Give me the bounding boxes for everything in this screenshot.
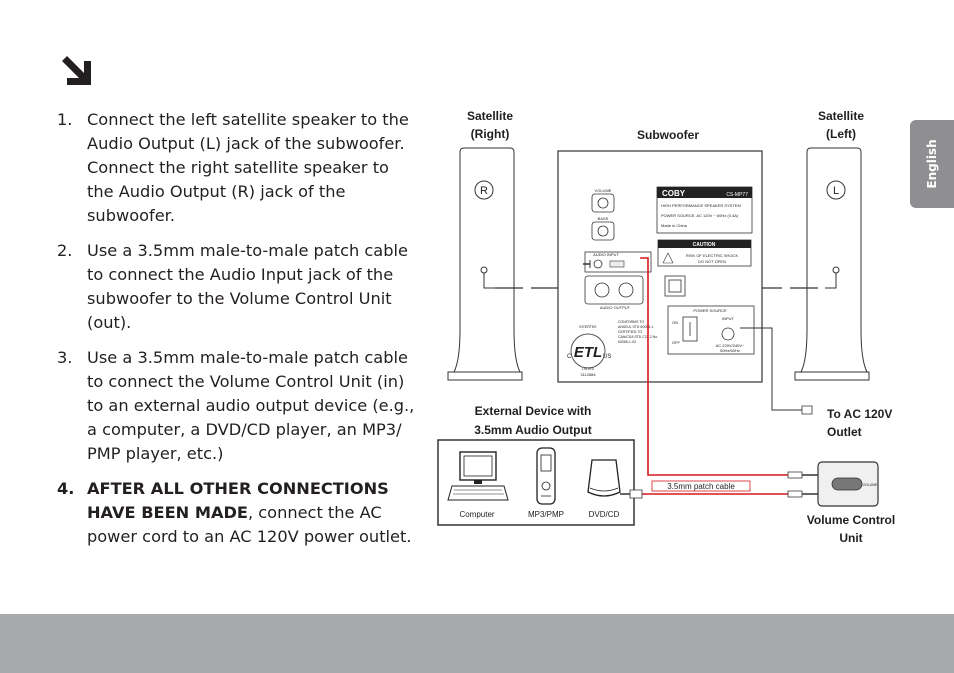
etl-c: C [567,354,572,360]
left-marker: L [833,185,839,197]
satellite-right-label-sub: (Right) [471,127,510,141]
caution-line-1: RISK OF ELECTRIC SHOCK [686,253,739,258]
instruction-steps: 1. Connect the left satellite speaker to… [57,108,417,560]
arrow-down-right-icon [62,56,91,85]
satellite-right-speaker: R [447,147,523,381]
step-number: 4. [57,479,75,498]
step-text: Use a 3.5mm male-to-male patch cable to … [87,348,415,463]
connection-diagram: Satellite (Right) Satellite (Left) Subwo… [437,109,895,545]
step-text: , connect the AC power cord to an AC 120… [87,503,412,546]
external-device-label-sub: 3.5mm Audio Output [474,423,592,437]
power-cord [740,327,802,411]
dvd-player-icon [587,459,621,497]
ac-line-1: AC 220V/240V~ [716,343,745,348]
footer-bar [0,614,954,673]
mp3-label: MP3/PMP [528,510,564,519]
conform-line-4: CAN/CSA STD C22.2 No. [618,335,658,339]
subwoofer-label: Subwoofer [637,128,699,142]
on-label: ON [672,320,678,325]
satellite-left-label-sub: (Left) [826,127,856,141]
external-device-label: External Device with [475,404,592,418]
computer-icon [447,451,509,501]
etl-listed: LISTED [582,367,595,371]
dvd-label: DVD/CD [589,510,620,519]
brand-label: COBY [662,189,686,198]
etl-us: US [603,354,611,360]
step-text: Use a 3.5mm male-to-male patch cable to … [87,241,408,332]
spec-line-2: POWER SOURCE: AC 120V ~ 60Hz (0.4A) [661,213,739,218]
step-number: 3. [57,348,73,367]
volume-knob-label: VOLUME [595,188,612,193]
etl-mark: ETL [574,344,602,361]
etl-intertek: INTERTEK [579,325,597,329]
patch-cable-label: 3.5mm patch cable [667,482,735,491]
bass-knob-label: BASS [598,216,609,221]
computer-label: Computer [459,510,494,519]
etl-number: 3112884 [580,372,596,377]
volume-unit-label: Volume Control [807,513,895,527]
step-text: Connect the left satellite speaker to th… [87,110,409,225]
right-marker: R [480,185,488,197]
step-1: 1. Connect the left satellite speaker to… [57,108,417,228]
external-devices-box: Computer MP3/PMP DVD/CD [437,439,635,526]
caution-title: CAUTION [693,242,716,248]
conform-line-1: CONFORMS TO [618,320,644,324]
warning-icon [662,252,674,264]
conform-line-2: ANSI/UL STD 60065-1 [618,325,653,329]
ac-outlet-label: To AC 120V [827,407,892,421]
volume-knob-text: VOLUME [863,483,878,487]
ac-line-2: 50Hz/60Hz [720,348,740,353]
power-input-label: INPUT [722,316,735,321]
ac-outlet-label-sub: Outlet [827,425,862,439]
step-4: 4. AFTER ALL OTHER CONNECTIONS HAVE BEEN… [57,477,417,549]
satellite-right-label: Satellite [467,109,513,123]
audio-input-label: AUDIO INPUT [593,252,619,257]
step-number: 2. [57,241,73,260]
volume-unit-label-sub: Unit [839,531,862,545]
satellite-left-speaker: L [794,147,870,381]
conform-line-5: 60065-1-03 [618,340,636,344]
off-label: OFF [672,340,681,345]
caution-line-2: DO NOT OPEN [698,259,726,264]
mp3-player-icon [536,447,556,505]
step-3: 3. Use a 3.5mm male-to-male patch cable … [57,346,417,466]
step-number: 1. [57,110,73,129]
satellite-left-label: Satellite [818,109,864,123]
model-label: CS-MP77 [726,192,748,198]
step-bold-text: AFTER ALL OTHER CONNECTIONS HAVE BEEN MA… [87,479,389,522]
patch-cable-box [651,480,751,492]
audio-output-label: AUDIO OUTPUT [600,305,631,310]
language-tab-label: English [925,139,939,189]
step-2: 2. Use a 3.5mm male-to-male patch cable … [57,239,417,335]
conform-line-3: CERTIFIED TO [618,330,642,334]
volume-control-unit: VOLUME [787,461,879,507]
subwoofer-panel: VOLUME BASS AUDIO INPUT AUDIO OUTPUT COB… [557,150,763,383]
language-tab[interactable]: English [910,120,954,208]
spec-line-3: Made in China [661,223,688,228]
spec-line-1: HIGH PERFORMANCE SPEAKER SYSTEM [661,203,741,208]
etl-logo: ETL INTERTEK LISTED C US 3112884 [567,325,611,377]
power-source-label: POWER SOURCE [693,308,727,313]
red-patch-cable-path [640,257,788,476]
